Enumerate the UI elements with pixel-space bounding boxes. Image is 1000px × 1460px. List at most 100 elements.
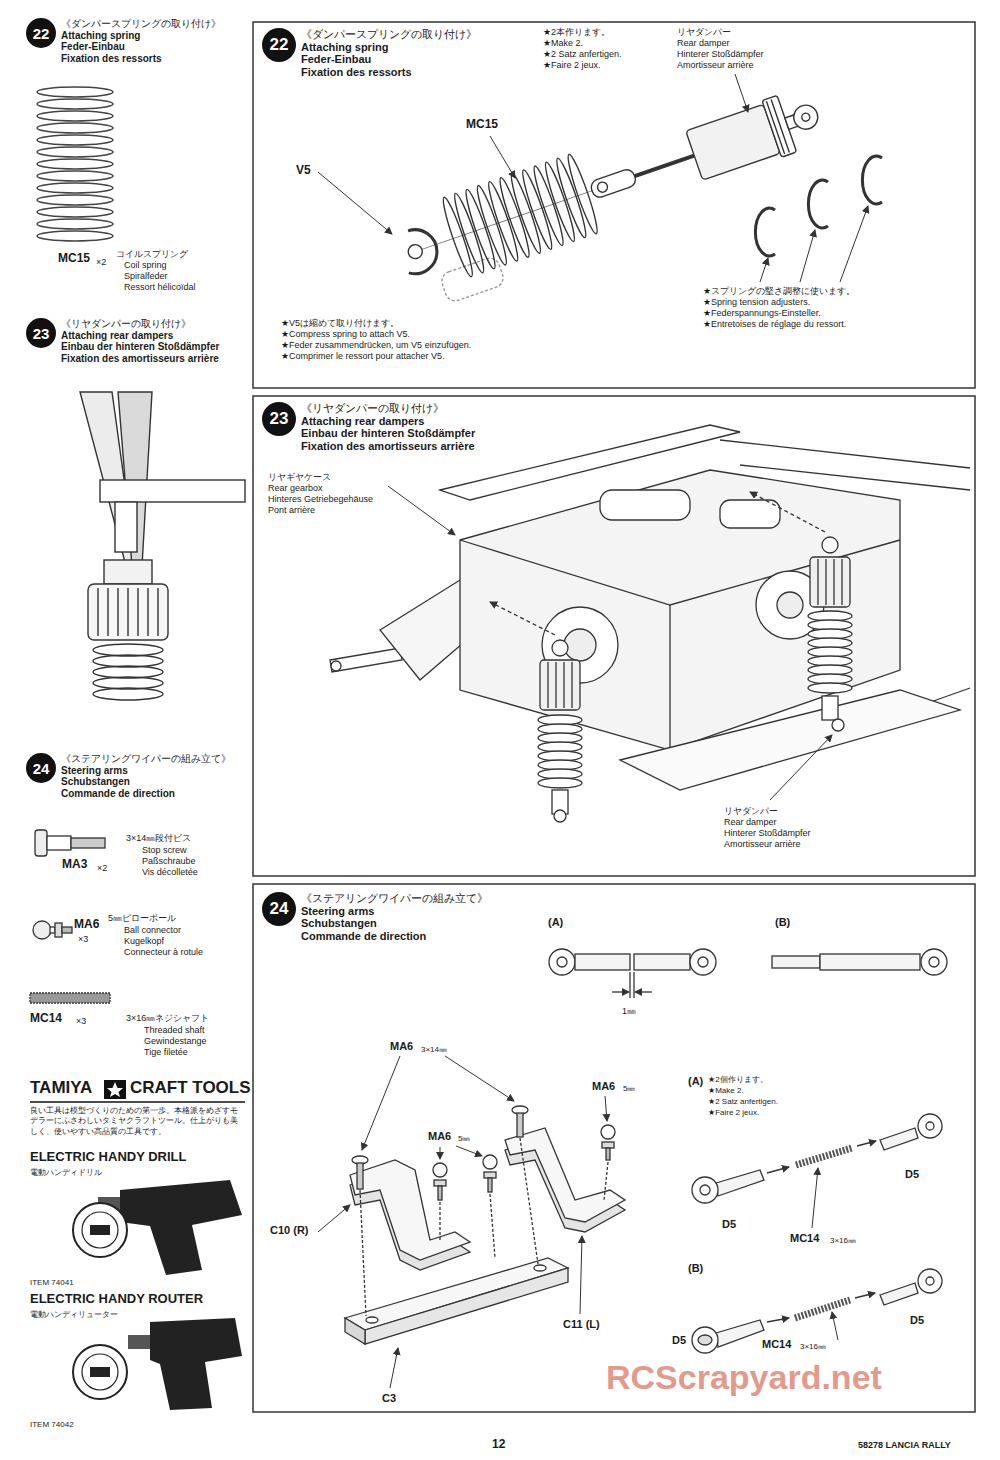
- step-heading: 24《ステアリングワイパーの組み立て》Steering armsSchubsta…: [262, 892, 488, 943]
- part-label: 3×14㎜段付ビス: [126, 833, 191, 843]
- part-label: ×3: [76, 1016, 86, 1026]
- part-label: 5㎜ピローボール: [108, 913, 176, 923]
- step-title: 《リヤダンパーの取り付け》: [301, 402, 475, 415]
- step-title: Commande de direction: [61, 788, 231, 800]
- part-label: D5: [672, 1334, 686, 1347]
- part-label: MC14: [762, 1338, 791, 1351]
- step-panel: [253, 22, 975, 1412]
- brand-logo: TAMIYA: [30, 1078, 92, 1098]
- part-label: Spiralfeder: [124, 271, 168, 281]
- leader-line: [812, 1168, 838, 1340]
- leader-line: [318, 1056, 607, 1388]
- step-heading: 22《ダンパースプリングの取り付け》Attaching springFeder-…: [262, 28, 477, 79]
- part-label: MA6: [74, 918, 99, 932]
- step-title: 《リヤダンパーの取り付け》: [61, 318, 219, 330]
- brand-logo: CRAFT TOOLS: [130, 1078, 251, 1098]
- part-label: Rear damper: [677, 38, 730, 48]
- step-title: Steering arms: [61, 765, 231, 777]
- part-label: V5: [296, 164, 311, 178]
- turnbuckle: [549, 949, 947, 998]
- part-label: Amortisseur arrière: [724, 839, 801, 849]
- part-label: 電動ハンディドリル: [30, 1168, 102, 1177]
- leader-line: [318, 74, 868, 282]
- part-label: Rear damper: [724, 817, 777, 827]
- step-heading: 24《ステアリングワイパーの組み立て》Steering armsSchubsta…: [26, 753, 231, 799]
- watermark: RCScrapyard.net: [606, 1358, 882, 1397]
- step-title: Schubstangen: [301, 917, 488, 930]
- part-label: 3×16㎜ネジシャフト: [126, 1013, 209, 1023]
- part-label: ★Faire 2 jeux.: [708, 1108, 759, 1117]
- turnbuckle-exploded: [692, 1114, 942, 1353]
- part-label: C10 (R): [270, 1224, 309, 1237]
- part-label: C11 (L): [563, 1318, 600, 1331]
- damper-figure: [389, 74, 836, 313]
- part-label: コイルスプリング: [116, 249, 188, 259]
- part-label: (B): [775, 916, 790, 929]
- part-label: リヤギヤケース: [268, 472, 331, 482]
- part-label: MC15: [58, 252, 90, 266]
- part-label: Connecteur à rotule: [124, 947, 203, 957]
- step-title: Steering arms: [301, 905, 488, 918]
- part-label: Amortisseur arrière: [677, 60, 754, 70]
- part-label: ★スプリングの堅さ調整に使います。: [703, 286, 855, 296]
- chassis-figure: [330, 425, 970, 822]
- part-label: MC14: [30, 1012, 62, 1026]
- part-label: 3×16㎜: [800, 1342, 826, 1351]
- step-title: Feder-Einbau: [301, 53, 477, 66]
- pliers-figure: [80, 392, 245, 700]
- part-label: ★Compress spring to attach V5.: [281, 329, 410, 339]
- step-title: Einbau der hinteren Stoßdämpfer: [61, 341, 219, 353]
- part-label: D5: [910, 1314, 924, 1327]
- part-label: Vis décolletée: [142, 867, 198, 877]
- footer-text: 58278 LANCIA RALLY: [858, 1440, 951, 1450]
- step-number: 24: [26, 753, 56, 783]
- part-label: MC14: [790, 1232, 819, 1245]
- step-heading: 23 《リヤダンパーの取り付け》Attaching rear dampersEin…: [26, 318, 219, 364]
- part-label: Gewindestange: [144, 1036, 207, 1046]
- step-title: Attaching rear dampers: [61, 330, 219, 342]
- step-title: Fixation des amortisseurs arrière: [301, 440, 475, 453]
- part-label: ELECTRIC HANDY DRILL: [30, 1150, 186, 1165]
- part-label: MA6: [592, 1080, 615, 1093]
- part-label: ITEM 74042: [30, 1420, 74, 1429]
- part-label: ★Spring tension adjusters.: [703, 297, 810, 307]
- steering-arm: [345, 1106, 625, 1344]
- step-title: 《ステアリングワイパーの組み立て》: [61, 753, 231, 765]
- part-label: ×2: [97, 863, 107, 873]
- part-label: Hinterer Stoßdämpfer: [724, 828, 811, 838]
- part-label: Ressort hélicoïdal: [124, 282, 196, 292]
- part-label: Tige filetée: [144, 1047, 188, 1057]
- step-title: Attaching rear dampers: [301, 415, 475, 428]
- part-label: 電動ハンディリューター: [30, 1310, 118, 1319]
- page-number: 12: [492, 1438, 505, 1452]
- part-label: Kugelkopf: [124, 936, 164, 946]
- leader-line: [388, 486, 832, 800]
- part-label: ★Faire 2 jeux.: [543, 60, 601, 70]
- electric-router: [73, 1318, 242, 1410]
- part-label: MC15: [466, 118, 498, 132]
- part-label: Ball connector: [124, 925, 181, 935]
- step-title: Fixation des ressorts: [61, 53, 221, 65]
- part-label: 3×16㎜: [830, 1236, 856, 1245]
- part-label: ★Comprimer le ressort pour attacher V5.: [281, 351, 445, 361]
- part-label: ×3: [78, 934, 88, 944]
- step-heading: 22《ダンパースプリングの取り付け》Attaching springFeder-…: [26, 18, 221, 64]
- part-label: D5: [722, 1218, 736, 1231]
- part-label: Hinterer Stoßdämpfer: [677, 49, 764, 59]
- step-title: 《ダンパースプリングの取り付け》: [301, 28, 477, 41]
- part-label: 5㎜: [458, 1134, 470, 1143]
- step-number: 23: [26, 318, 56, 348]
- part-label: (A): [548, 916, 563, 929]
- step-title: Feder-Einbau: [61, 41, 221, 53]
- part-label: C3: [382, 1392, 396, 1405]
- part-label: ELECTRIC HANDY ROUTER: [30, 1292, 203, 1307]
- part-label: ★2個作ります。: [708, 1075, 768, 1084]
- part-label: ★Feder zusammendrücken, um V5 einzufügen…: [281, 340, 471, 350]
- part-label: ★2 Satz anfertigen.: [708, 1097, 778, 1106]
- part-label: ★V5は縮めて取り付けます。: [281, 318, 399, 328]
- part-label: リヤダンパー: [724, 806, 778, 816]
- part-label: MA3: [62, 858, 87, 872]
- part-label: ★2本作ります。: [543, 27, 610, 37]
- step-number: 24: [262, 892, 296, 926]
- step-title: Fixation des ressorts: [301, 66, 477, 79]
